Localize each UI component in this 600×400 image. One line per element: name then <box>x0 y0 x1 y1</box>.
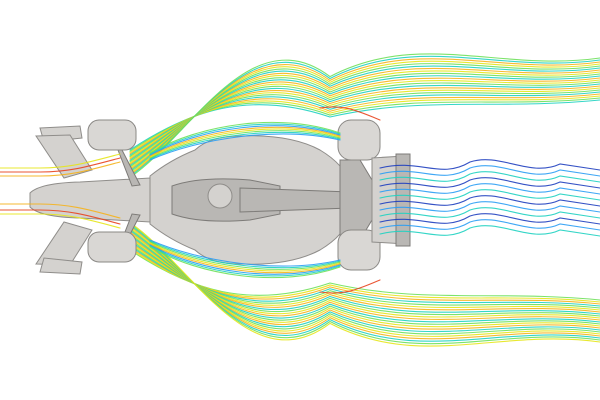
streamline <box>319 279 381 294</box>
front-right-tire <box>87 231 137 263</box>
streamline <box>0 213 121 229</box>
streamline <box>149 244 341 275</box>
streamline <box>379 177 600 189</box>
streamline <box>149 133 341 161</box>
streamline <box>149 126 341 157</box>
streamline <box>149 245 341 277</box>
streamline <box>149 240 341 269</box>
race-car-model <box>29 119 411 275</box>
streamline <box>149 241 341 270</box>
streamline <box>0 161 121 177</box>
streamline <box>0 209 121 225</box>
streamline <box>379 159 600 171</box>
streamline <box>149 246 341 279</box>
streamline <box>379 201 600 213</box>
streamline <box>379 225 600 237</box>
streamline <box>379 183 600 195</box>
engine-cover <box>239 187 351 213</box>
front-left-tire <box>87 119 137 151</box>
streamline <box>379 189 600 201</box>
streamlines-overlay-layer <box>0 106 600 294</box>
streamline <box>0 203 121 219</box>
rear-left-tire <box>337 119 381 161</box>
streamline <box>149 128 341 158</box>
streamline <box>379 219 600 231</box>
streamline <box>149 121 341 154</box>
streamline <box>0 157 121 173</box>
streamline <box>379 213 600 225</box>
streamline <box>149 130 341 159</box>
streamline <box>319 106 381 121</box>
streamlines-layer <box>129 53 600 347</box>
rear-right-tire <box>337 229 381 271</box>
front-wing-lower-endplate <box>39 257 83 275</box>
streamline <box>149 125 341 156</box>
streamline <box>149 131 341 160</box>
streamline <box>149 243 341 274</box>
streamline <box>129 222 600 347</box>
streamline <box>149 239 341 267</box>
streamline <box>129 53 600 178</box>
streamline <box>149 123 341 155</box>
streamline <box>149 242 341 272</box>
streamline <box>0 153 121 169</box>
front-wing-upper <box>35 134 93 179</box>
streamline <box>379 171 600 183</box>
rear-wing-endplate <box>395 153 411 247</box>
streamline <box>379 165 600 177</box>
streamline <box>379 195 600 207</box>
streamline <box>379 207 600 219</box>
driver-helmet <box>207 183 233 209</box>
